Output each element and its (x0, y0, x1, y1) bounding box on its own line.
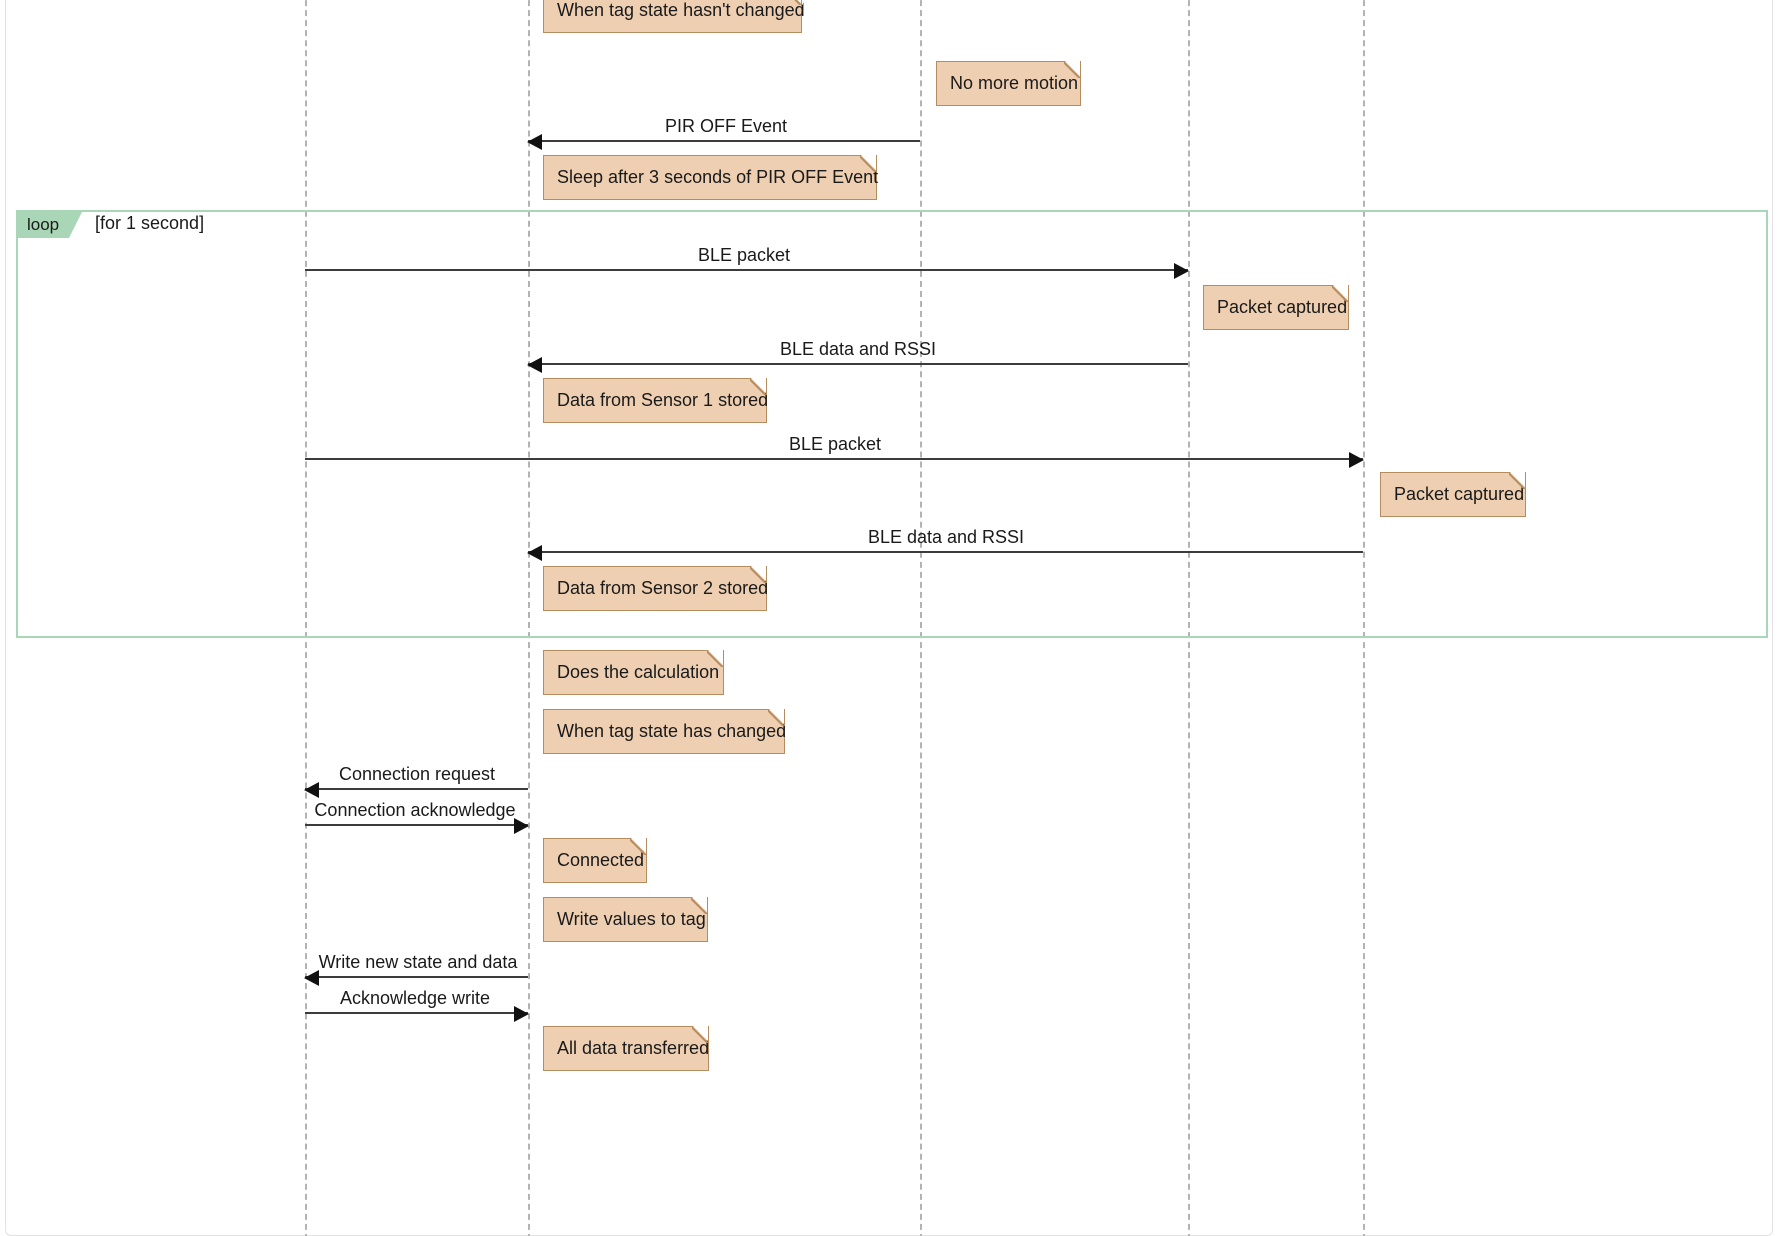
note-write-values-to-tag: Write values to tag (543, 896, 709, 942)
msg-connection-acknowledge-label: Connection acknowledge (314, 800, 516, 820)
arrowhead-left-icon (304, 782, 319, 798)
arrowhead-left-icon (304, 970, 319, 986)
arrowhead-right-icon (514, 818, 529, 834)
arrowhead-left-icon (527, 134, 542, 150)
note-no-more-motion-text: No more motion (950, 73, 1079, 93)
fragment-guard-label: [for 1 second] (95, 213, 205, 233)
note-packet-captured-2-text: Packet captured (1394, 484, 1525, 504)
arrowhead-right-icon (514, 1006, 529, 1022)
msg-acknowledge-write-label: Acknowledge write (339, 988, 491, 1008)
note-fold-line-icon (860, 155, 877, 172)
lifeline-1 (305, 0, 307, 1236)
note-sleep-after-3s-text: Sleep after 3 seconds of PIR OFF Event (557, 167, 879, 187)
note-connected-text: Connected (557, 850, 645, 870)
note-fold-line-icon (750, 566, 767, 583)
note-data-sensor-2-text: Data from Sensor 2 stored (557, 578, 769, 598)
lifeline-2 (528, 0, 530, 1236)
msg-connection-acknowledge (305, 818, 529, 834)
note-sleep-after-3s: Sleep after 3 seconds of PIR OFF Event (543, 154, 879, 200)
note-does-calculation: Does the calculation (543, 649, 725, 695)
note-data-sensor-1: Data from Sensor 1 stored (543, 377, 769, 423)
note-fold-line-icon (1509, 472, 1526, 489)
note-fold-line-icon (630, 838, 647, 855)
note-fold-line-icon (750, 378, 767, 395)
msg-pir-off-event-label: PIR OFF Event (664, 116, 788, 136)
note-data-sensor-2: Data from Sensor 2 stored (543, 565, 769, 611)
note-tag-state-changed-text: When tag state has changed (557, 721, 787, 741)
note-fold-line-icon (785, 0, 802, 5)
msg-connection-request (304, 782, 528, 798)
note-all-data-transferred: All data transferred (543, 1025, 710, 1071)
msg-ble-data-rssi-2 (527, 545, 1363, 561)
note-tag-state-unchanged: When tag state hasn't changed (543, 0, 805, 33)
msg-ble-data-rssi-1 (527, 357, 1188, 373)
note-write-values-to-tag-text: Write values to tag (557, 909, 706, 929)
msg-ble-packet-2 (305, 452, 1364, 468)
note-packet-captured-1: Packet captured (1203, 284, 1350, 330)
note-no-more-motion: No more motion (936, 60, 1082, 106)
note-fold-line-icon (707, 650, 724, 667)
fragment-operator-label: loop (18, 212, 83, 238)
msg-ble-packet-1-label: BLE packet (697, 245, 791, 265)
note-tag-state-unchanged-text: When tag state hasn't changed (557, 0, 805, 20)
lifeline-4 (1188, 0, 1190, 1236)
msg-connection-request-label: Connection request (338, 764, 496, 784)
arrowhead-right-icon (1174, 263, 1189, 279)
note-all-data-transferred-text: All data transferred (557, 1038, 710, 1058)
msg-ble-packet-2-label: BLE packet (788, 434, 882, 454)
note-packet-captured-1-text: Packet captured (1217, 297, 1348, 317)
note-fold-line-icon (692, 1026, 709, 1043)
msg-ble-packet-1 (305, 263, 1189, 279)
msg-ble-data-rssi-1-label: BLE data and RSSI (779, 339, 937, 359)
note-fold-line-icon (768, 709, 785, 726)
msg-pir-off-event (527, 134, 920, 150)
msg-acknowledge-write (305, 1006, 529, 1022)
msg-write-new-state-and-data-label: Write new state and data (318, 952, 518, 972)
note-fold-line-icon (1332, 285, 1349, 302)
msg-ble-data-rssi-2-label: BLE data and RSSI (867, 527, 1025, 547)
arrowhead-left-icon (527, 545, 542, 561)
note-packet-captured-2: Packet captured (1380, 471, 1527, 517)
arrowhead-right-icon (1349, 452, 1364, 468)
arrowhead-left-icon (527, 357, 542, 373)
note-fold-line-icon (691, 897, 708, 914)
note-does-calculation-text: Does the calculation (557, 662, 720, 682)
note-connected: Connected (543, 837, 648, 883)
lifeline-3 (920, 0, 922, 1236)
combined-fragment-loop: loop (16, 210, 1768, 638)
msg-write-new-state-and-data (304, 970, 528, 986)
note-tag-state-changed: When tag state has changed (543, 708, 787, 754)
lifeline-5 (1363, 0, 1365, 1236)
note-fold-line-icon (1064, 61, 1081, 78)
note-data-sensor-1-text: Data from Sensor 1 stored (557, 390, 769, 410)
